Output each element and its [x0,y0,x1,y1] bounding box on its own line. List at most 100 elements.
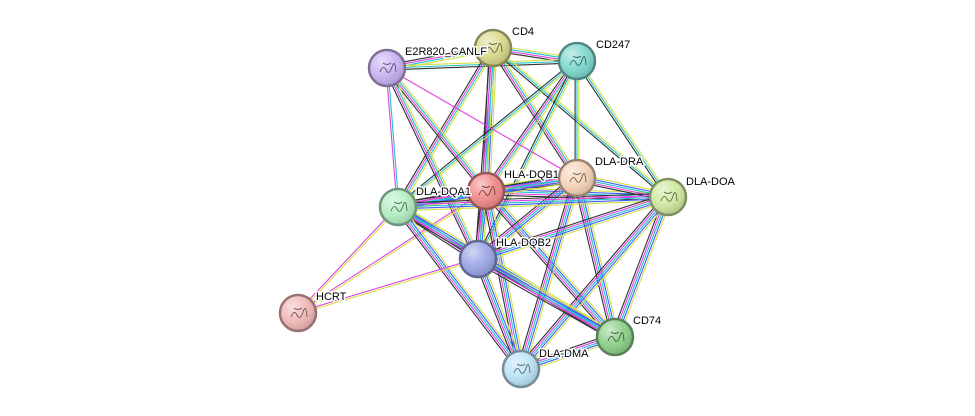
edge-dla-dqa1-hcrt[interactable] [296,205,400,315]
protein-structure-icon [660,191,678,202]
edge-line [612,196,667,337]
edge-line [478,179,579,261]
edge-dla-dra-hla-dqb2[interactable] [475,174,580,263]
node-label-halo: E2R820_CANLF [405,46,487,58]
edge-cd247-dla-dqa1[interactable] [396,59,579,209]
edge-dla-doa-dla-dqa1[interactable] [397,192,669,212]
edge-dla-doa-hla-dqb2[interactable] [476,192,670,264]
edge-cd4-dla-dqa1[interactable] [395,46,496,209]
edge-line [385,68,478,260]
edge-line [493,46,670,196]
edge-line [397,206,522,370]
edge-line [396,208,615,340]
node-label-halo: DLA-DMA [539,348,589,360]
edge-line [298,259,479,315]
edge-line [385,68,398,208]
edge-line [397,194,668,206]
edge-line [399,205,523,369]
node-label: DLA-DQA1 [416,186,471,198]
protein-structure-icon [485,42,503,53]
edge-line [494,46,580,177]
edge-line [523,199,672,372]
edge-line [485,190,616,338]
node-highlight [381,190,415,224]
protein-structure-icon [290,307,308,318]
edge-line [522,197,670,371]
edge-cd247-hla-dqb1[interactable] [483,59,580,193]
edge-dla-dqa1-cd74[interactable] [395,203,618,341]
edge-line [399,49,496,209]
edge-line [491,48,577,179]
protein-structure-icon [379,62,397,73]
edge-hla-dqb1-hcrt[interactable] [297,189,487,315]
edge-line [477,258,522,370]
edge-line [297,257,478,313]
edge-dla-dra-dla-dma[interactable] [516,176,582,371]
edge-cd247-dla-dra[interactable] [574,61,580,178]
edge-line [298,207,400,315]
protein-structure-icon [513,363,531,374]
node-label-halo: CD247 [596,39,630,51]
edge-line [614,196,669,338]
edge-line [387,67,488,191]
edge-line [387,67,400,207]
edge-line [478,256,617,336]
edge-e2r820-canlf-hla-dqb2[interactable] [383,66,482,261]
edge-line [397,192,668,204]
edge-hla-dqb2-dla-dma[interactable] [473,257,526,371]
node-label-halo: HLA-DQB1 [504,169,559,181]
edge-line [479,200,670,264]
protein-structure-icon [569,172,587,183]
edge-line [475,174,575,257]
edge-e2r820-canlf-dla-dqa1[interactable] [385,67,400,208]
edge-e2r820-canlf-hla-dqb1[interactable] [384,65,489,194]
edge-line [476,47,493,259]
edge-line [383,68,476,261]
edge-line [572,178,612,339]
edge-line [396,47,493,207]
node-highlight [476,31,510,65]
edge-line [574,178,614,338]
node-highlight [651,180,685,214]
edge-line [522,178,580,370]
edge-cd4-dla-dra[interactable] [490,46,580,180]
edge-line [480,48,497,260]
edge-line [479,255,618,335]
edge-cd247-dla-doa[interactable] [574,59,671,199]
edge-line [398,200,669,212]
edge-line [475,261,614,341]
edge-line [492,47,669,198]
edge-line [476,260,615,340]
edge-cd4-hla-dqb2[interactable] [474,47,497,260]
node-label: HCRT [316,291,347,303]
edge-line [477,177,578,260]
edge-line [520,196,669,370]
edge-hla-dqb2-cd74[interactable] [475,255,618,341]
edge-line [386,67,578,179]
edge-line [476,192,667,256]
edge-hla-dqb2-hcrt[interactable] [297,257,479,315]
edge-dla-doa-dla-dma[interactable] [517,194,672,372]
edge-line [576,60,669,198]
edge-dla-doa-cd74[interactable] [610,195,673,339]
edge-line [489,190,526,369]
edge-line [485,190,522,370]
edge-line [578,59,671,197]
edge-dla-dqa1-dla-dma[interactable] [394,204,525,372]
edge-e2r820-canlf-dla-dra[interactable] [386,67,578,179]
edge-line [489,48,498,192]
edge-line [397,196,669,208]
edge-line [394,208,519,372]
